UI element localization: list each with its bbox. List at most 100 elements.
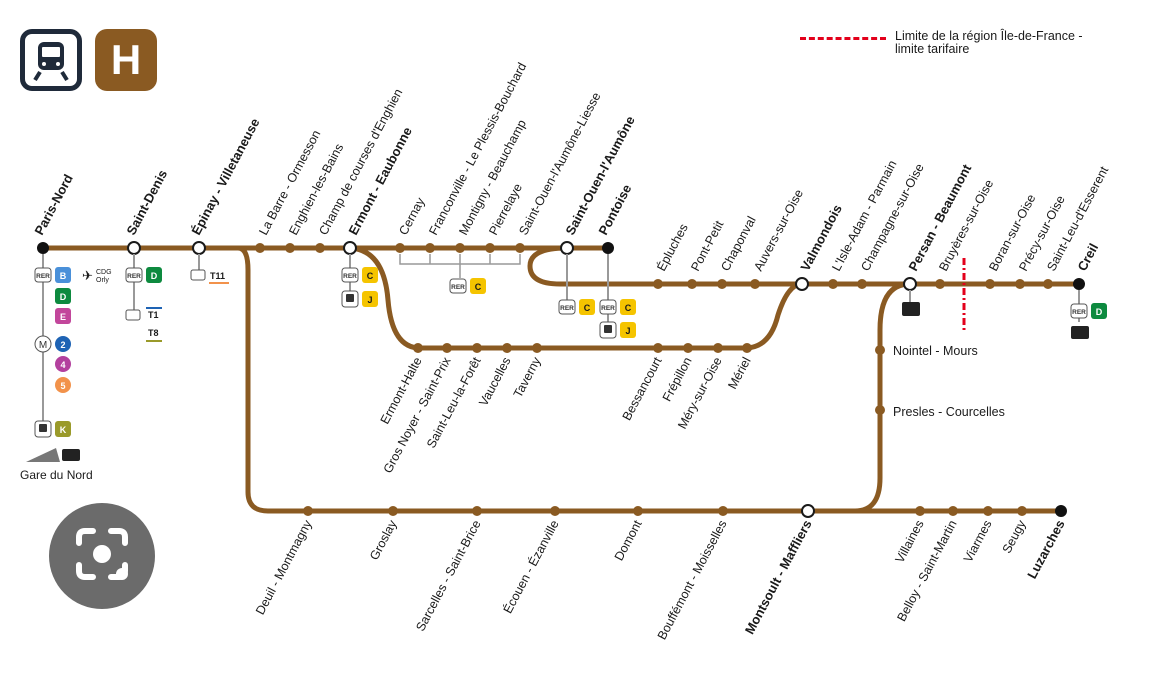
label-saint-denis: Saint-Denis xyxy=(123,167,170,237)
label-seugy: Seugy xyxy=(1000,517,1029,556)
legend-line2: limite tarifaire xyxy=(895,42,970,56)
label-cernay: Cernay xyxy=(396,195,428,238)
stop-gros-noyer xyxy=(442,343,452,353)
label-montsoult: Montsoult - Maffliers xyxy=(742,517,815,636)
bus-icon xyxy=(62,449,80,461)
orly-label: Orly xyxy=(96,277,109,284)
transilien-icon xyxy=(604,325,612,333)
label-domont: Domont xyxy=(612,517,645,563)
stop-franconville xyxy=(425,243,435,253)
label-creil: Creil xyxy=(1074,241,1101,274)
label-meriel: Mériel xyxy=(725,355,753,392)
rer-d-badge: D xyxy=(60,292,67,302)
stop-so-liesse xyxy=(515,243,525,253)
rer-c-badge: C xyxy=(584,303,591,313)
rer-b-badge: B xyxy=(60,271,67,281)
montigny-connections: RER C xyxy=(449,278,486,294)
train-mode-icon xyxy=(20,29,82,91)
stop-presles xyxy=(875,405,885,415)
labels-upper: Paris-Nord Saint-Denis Épinay - Villetan… xyxy=(31,60,1111,273)
line-h-badge: H xyxy=(95,29,157,91)
stop-dots xyxy=(255,243,1053,516)
metro-icon: M xyxy=(39,340,47,351)
stop-pont-petit xyxy=(687,279,697,289)
stop-pierrelaye xyxy=(485,243,495,253)
label-sarcelles: Sarcelles - Saint-Brice xyxy=(413,518,483,634)
stop-sarcelles xyxy=(472,506,482,516)
stop-villaines xyxy=(915,506,925,516)
stop-cernay xyxy=(395,243,405,253)
transilien-icon xyxy=(346,294,354,302)
rer-label: RER xyxy=(451,284,465,291)
so-aumone-connections: RER C xyxy=(558,299,595,315)
rer-label: RER xyxy=(343,273,357,280)
stop-meriel xyxy=(742,343,752,353)
label-viarmes: Viarmes xyxy=(961,518,995,565)
rer-c-badge: C xyxy=(475,282,482,292)
labels-lower: Ermont-Halte Gros Noyer - Saint-Prix Sai… xyxy=(253,354,1068,642)
track-network xyxy=(40,245,1082,514)
stop-champ-courses xyxy=(315,243,325,253)
creil-connections: RER D xyxy=(1070,303,1107,339)
label-paris-nord: Paris-Nord xyxy=(31,172,75,238)
stop-so-aumone xyxy=(560,241,574,255)
metro-4-badge: 4 xyxy=(60,360,65,370)
bus-icon xyxy=(1071,326,1089,339)
bracket-franconville-group xyxy=(399,254,521,278)
label-auvers: Auvers-sur-Oise xyxy=(751,187,806,273)
stop-viarmes xyxy=(983,506,993,516)
transilien-j-badge: J xyxy=(625,326,630,336)
stop-persan xyxy=(903,277,917,291)
stop-taverny xyxy=(532,343,542,353)
track-pontoise-creil xyxy=(527,245,1082,287)
stop-ermont-eaubonne xyxy=(343,241,357,255)
stop-ecouen xyxy=(550,506,560,516)
label-so-liesse: Saint-Ouen-l'Aumône-Liesse xyxy=(516,90,603,237)
label-villaines: Villaines xyxy=(893,518,927,565)
stop-boran xyxy=(985,279,995,289)
stop-bruyeres xyxy=(935,279,945,289)
transilien-j-badge: J xyxy=(367,295,372,305)
rer-d-badge: D xyxy=(151,271,158,281)
stop-paris-nord xyxy=(37,242,49,254)
camera-search-button[interactable] xyxy=(49,503,155,609)
stop-luzarches xyxy=(1055,505,1067,517)
rer-label: RER xyxy=(560,305,574,312)
label-luzarches: Luzarches xyxy=(1024,517,1067,581)
train-icon xyxy=(33,42,69,82)
metro-2-badge: 2 xyxy=(60,340,65,350)
label-epluches: Épluches xyxy=(653,221,690,273)
rer-c-badge: C xyxy=(625,303,632,313)
stop-enghien xyxy=(285,243,295,253)
stop-vaucelles xyxy=(502,343,512,353)
ermont-connections: RER C J xyxy=(341,267,378,308)
epinay-connections: T11 xyxy=(190,269,229,284)
transilien-icon xyxy=(39,424,47,432)
label-ecouen: Écouen - Ézanville xyxy=(500,517,562,615)
stop-creil xyxy=(1073,278,1085,290)
rer-label: RER xyxy=(601,305,615,312)
tram-t1-label: T1 xyxy=(148,310,159,320)
bus-icon xyxy=(902,302,920,316)
stop-seugy xyxy=(1017,506,1027,516)
stop-champagne xyxy=(857,279,867,289)
airport-icon: ✈ xyxy=(82,268,93,283)
legend-line1: Limite de la région Île-de-France - xyxy=(895,29,1083,43)
label-bouffemont: Bouffémont - Moisselles xyxy=(655,518,730,642)
badges: RER B ✈ CDG Orly D E M 2 4 5 K xyxy=(26,267,1107,462)
rer-e-badge: E xyxy=(60,312,66,322)
transilien-k-badge: K xyxy=(60,425,67,435)
gare-du-nord-label: Gare du Nord xyxy=(20,468,93,482)
stop-la-barre xyxy=(255,243,265,253)
stop-valmondois xyxy=(795,277,809,291)
stop-mery xyxy=(713,343,723,353)
stop-ermont-halte xyxy=(413,343,423,353)
stop-bouffemont xyxy=(718,506,728,516)
label-groslay: Groslay xyxy=(367,517,400,562)
label-pontoise: Pontoise xyxy=(595,182,634,238)
tram-icon xyxy=(125,309,141,321)
rer-label: RER xyxy=(1072,309,1086,316)
track-epinay-luzarches xyxy=(235,245,1064,514)
stop-isle-adam xyxy=(828,279,838,289)
label-nointel: Nointel - Mours xyxy=(893,344,978,358)
